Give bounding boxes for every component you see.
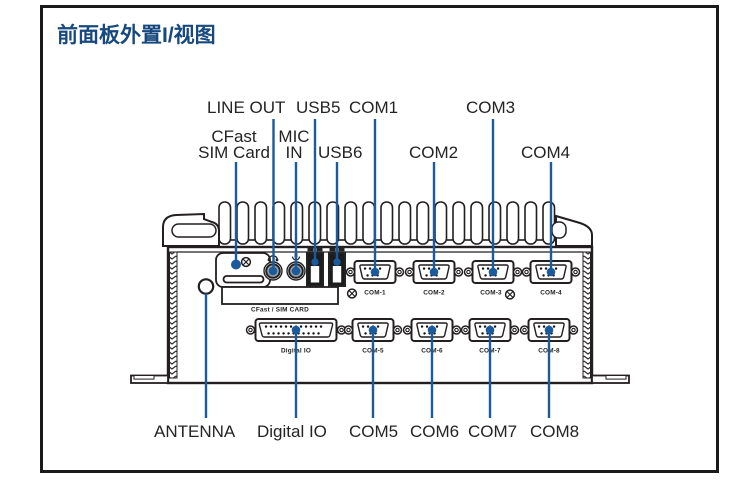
callout-com3: COM3 bbox=[466, 98, 516, 117]
callout-mic-line2: IN bbox=[285, 143, 303, 162]
callout-cfast-sim-card: CFast SIM Card bbox=[198, 127, 270, 162]
callout-com1: COM1 bbox=[349, 98, 399, 117]
left-foot bbox=[130, 374, 169, 384]
callout-line-out: LINE OUT bbox=[207, 98, 286, 117]
figure-border bbox=[40, 5, 719, 473]
callout-usb5: USB5 bbox=[296, 98, 341, 117]
com1-marking: COM-1 bbox=[364, 290, 386, 297]
screw-icon bbox=[504, 289, 516, 300]
cfast-slot-marking: CFast / SIM CARD bbox=[251, 307, 309, 314]
heatsink-fin bbox=[398, 201, 412, 245]
heatsink-fin bbox=[236, 201, 250, 245]
cfast-sim-panel bbox=[215, 252, 339, 305]
callout-com4: COM4 bbox=[521, 143, 571, 162]
leader-endpoints bbox=[231, 258, 556, 335]
heatsink-fin bbox=[254, 201, 268, 245]
screw-icon bbox=[240, 256, 252, 268]
callout-com5: COM5 bbox=[349, 422, 399, 441]
heatsink-fin bbox=[470, 201, 484, 245]
heatsink-fin bbox=[362, 201, 376, 245]
usb-ss-icon bbox=[329, 247, 336, 252]
leader-lines bbox=[204, 119, 553, 418]
heatsink-fin bbox=[344, 201, 358, 245]
antenna-hole bbox=[197, 278, 215, 295]
heatsink-fin bbox=[380, 201, 394, 245]
callout-cfast-line1: CFast bbox=[211, 127, 257, 146]
com3-marking: COM-3 bbox=[480, 290, 502, 297]
right-knurl-strip bbox=[582, 251, 591, 379]
callout-usb6: USB6 bbox=[318, 143, 363, 162]
com2-marking: COM-2 bbox=[423, 290, 445, 297]
callout-mic-line1: MIC bbox=[278, 127, 310, 146]
left-knurl-strip bbox=[169, 251, 178, 379]
callout-com7: COM7 bbox=[468, 422, 518, 441]
right-mount-bracket bbox=[555, 214, 593, 247]
heatsink-fin bbox=[218, 201, 232, 245]
usb-ss-icon bbox=[307, 247, 314, 252]
heatsink-fin bbox=[452, 201, 466, 245]
callout-com2: COM2 bbox=[409, 143, 459, 162]
heatsink-fin bbox=[434, 201, 448, 245]
callout-mic-in: MIC IN bbox=[278, 127, 310, 162]
heatsink bbox=[213, 201, 561, 249]
com4-marking: COM-4 bbox=[540, 290, 562, 297]
callout-com8: COM8 bbox=[530, 422, 580, 441]
callout-antenna: ANTENNA bbox=[154, 422, 236, 441]
heatsink-fin bbox=[416, 201, 430, 245]
callout-cfast-line2: SIM Card bbox=[198, 143, 270, 162]
heatsink-fin bbox=[488, 201, 502, 245]
heatsink-fin bbox=[542, 201, 556, 245]
figure-title: 前面板外置I/视图 bbox=[57, 24, 216, 47]
callout-com6: COM6 bbox=[410, 422, 460, 441]
heatsink-fin bbox=[326, 201, 340, 245]
heatsink-fin bbox=[524, 201, 538, 245]
heatsink-fin bbox=[272, 201, 286, 245]
left-bracket-slot bbox=[171, 223, 217, 238]
right-foot bbox=[591, 374, 630, 384]
heatsink-fin bbox=[506, 201, 520, 245]
screw-icon bbox=[346, 288, 358, 299]
right-bracket-slot bbox=[551, 221, 567, 239]
callout-digital-io: Digital IO bbox=[257, 422, 327, 441]
